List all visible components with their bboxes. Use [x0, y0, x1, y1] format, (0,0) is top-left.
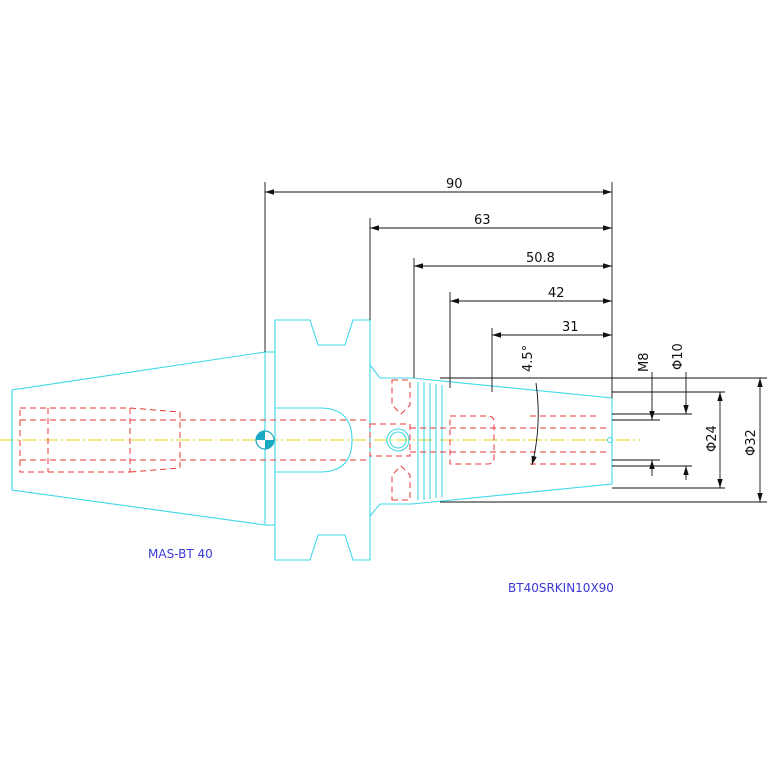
dim-text-50-8: 50.8	[526, 251, 555, 266]
dim-text-m8: M8	[637, 353, 652, 373]
dim-text-31: 31	[562, 320, 579, 335]
dim-text-dia32: Φ32	[744, 429, 759, 456]
taper-shank-outline	[11, 351, 266, 526]
dim-text-angle: 4.5°	[521, 345, 536, 372]
flange-outline	[265, 319, 371, 561]
dimension-lines	[264, 182, 767, 503]
dim-text-dia10: Φ10	[671, 343, 686, 370]
label-right-part: BT40SRKIN10X90	[508, 581, 614, 595]
gauge-line-marker	[255, 430, 275, 450]
dim-text-90: 90	[446, 177, 463, 192]
label-left-part: MAS-BT 40	[148, 547, 213, 561]
hidden-lines	[19, 379, 610, 501]
dim-text-63: 63	[474, 213, 491, 228]
collet-body-outline	[369, 364, 614, 517]
dim-text-dia24: Φ24	[705, 425, 720, 452]
dim-text-42: 42	[548, 286, 565, 301]
